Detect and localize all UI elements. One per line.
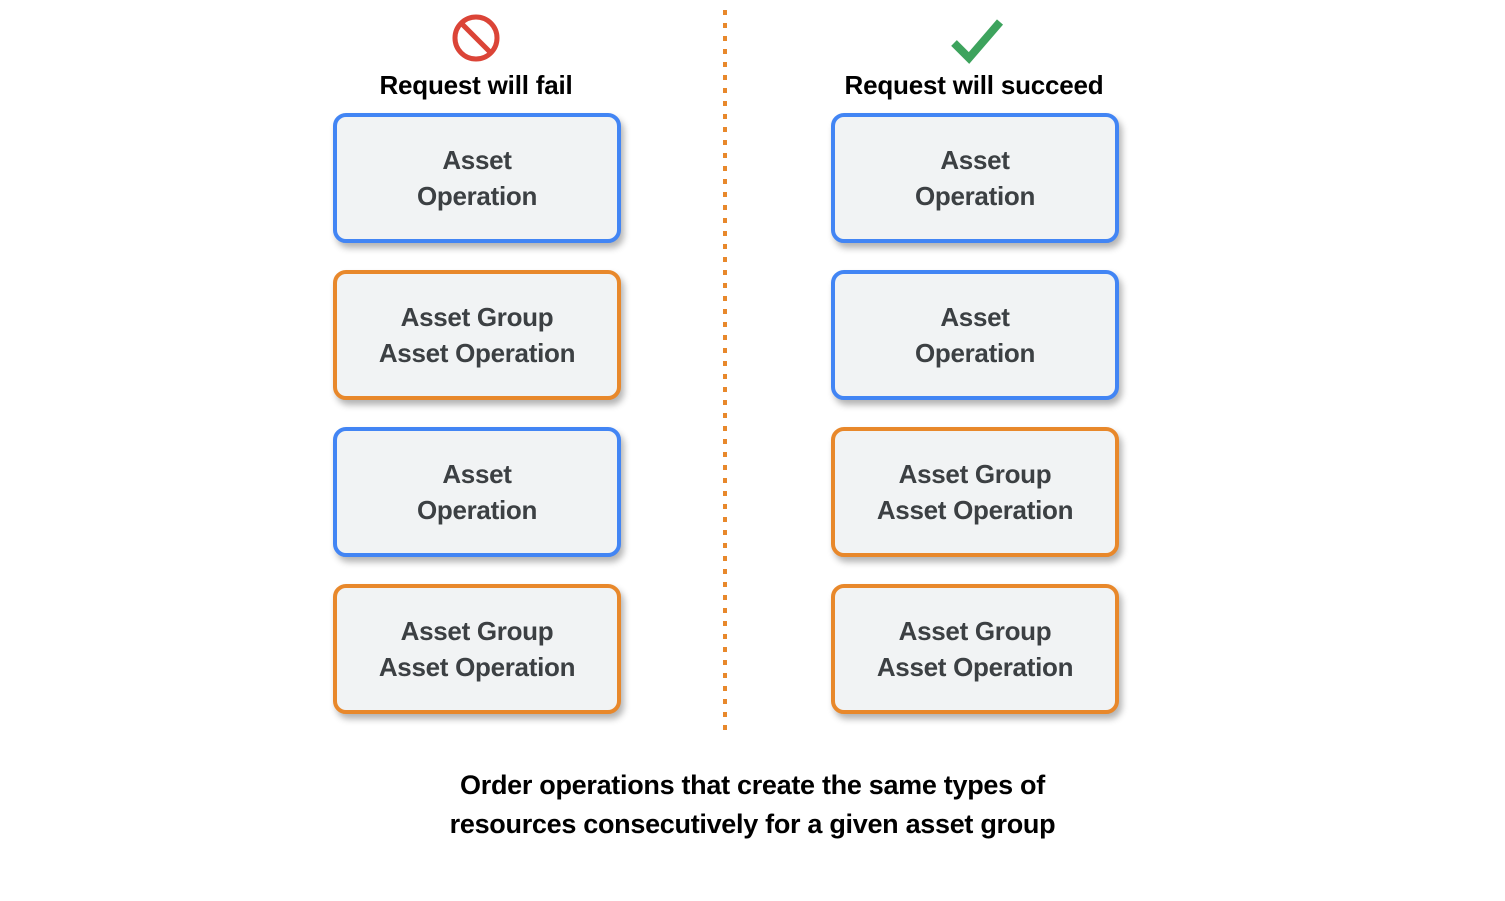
prohibition-icon: [446, 12, 506, 64]
card-label: Asset Operation: [914, 302, 1036, 368]
card-asset-operation[interactable]: Asset Operation: [831, 113, 1119, 243]
column-title-fail: Request will fail: [379, 70, 573, 100]
card-asset-group-asset-operation[interactable]: Asset Group Asset Operation: [333, 584, 621, 714]
card-label: Asset Operation: [914, 145, 1036, 211]
card-asset-group-asset-operation[interactable]: Asset Group Asset Operation: [831, 427, 1119, 557]
card-stack-fail: Asset Operation Asset Group Asset Operat…: [333, 113, 621, 714]
caption-line-2: resources consecutively for a given asse…: [449, 809, 1056, 839]
diagram-caption: Order operations that create the same ty…: [0, 766, 1505, 844]
card-label: Asset Operation: [416, 459, 538, 525]
card-asset-operation[interactable]: Asset Operation: [333, 427, 621, 557]
column-header-succeed: Request will succeed: [784, 12, 1164, 100]
card-asset-operation[interactable]: Asset Operation: [333, 113, 621, 243]
card-label: Asset Group Asset Operation: [378, 616, 576, 682]
card-stack-succeed: Asset Operation Asset Operation Asset Gr…: [831, 113, 1119, 714]
column-header-fail: Request will fail: [286, 12, 666, 100]
card-label: Asset Operation: [416, 145, 538, 211]
checkmark-icon: [944, 12, 1004, 64]
card-label: Asset Group Asset Operation: [876, 459, 1074, 525]
card-asset-group-asset-operation[interactable]: Asset Group Asset Operation: [333, 270, 621, 400]
card-label: Asset Group Asset Operation: [378, 302, 576, 368]
caption-line-1: Order operations that create the same ty…: [460, 770, 1045, 800]
card-asset-group-asset-operation[interactable]: Asset Group Asset Operation: [831, 584, 1119, 714]
card-asset-operation[interactable]: Asset Operation: [831, 270, 1119, 400]
column-divider: [723, 10, 727, 736]
card-label: Asset Group Asset Operation: [876, 616, 1074, 682]
column-title-succeed: Request will succeed: [844, 70, 1104, 100]
